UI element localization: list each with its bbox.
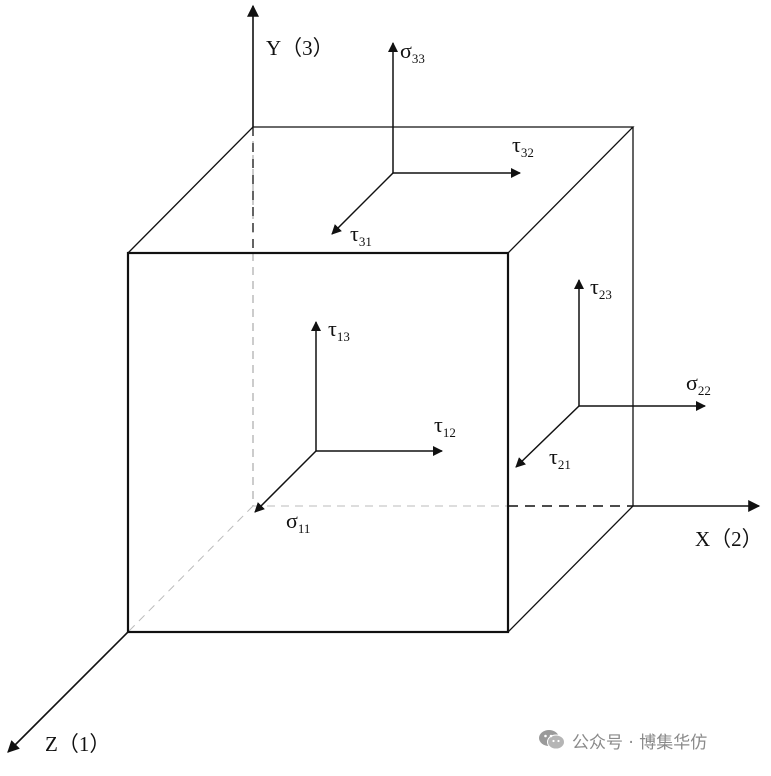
tau31-arrow <box>331 172 394 235</box>
front-face-stresses <box>254 321 443 513</box>
cube-front-face <box>126 251 510 634</box>
tau12-label: τ12 <box>434 412 456 440</box>
sigma22-label: σ22 <box>686 370 711 398</box>
z-axis-hidden <box>127 505 254 633</box>
z-axis-label: Z（1） <box>45 732 110 756</box>
watermark: 公众号 · 博集华仿 <box>538 726 707 754</box>
x-axis-label: X（2） <box>695 527 763 551</box>
wechat-icon <box>538 728 566 752</box>
top-face-stresses <box>331 42 521 235</box>
sigma11-label: σ11 <box>286 508 310 536</box>
cube-top-face <box>127 126 635 254</box>
tau21-arrow <box>515 405 580 468</box>
y-axis-label: Y（3） <box>266 36 334 60</box>
sigma11-arrow <box>254 450 317 513</box>
tau32-label: τ32 <box>512 132 534 160</box>
watermark-text: 公众号 · 博集华仿 <box>572 732 708 753</box>
sigma33-label: σ33 <box>400 38 425 66</box>
tau13-label: τ13 <box>328 316 350 344</box>
right-face-stresses <box>515 279 706 468</box>
tau31-label: τ31 <box>350 221 372 249</box>
tau21-label: τ21 <box>549 444 571 472</box>
cube-right-face <box>507 127 634 633</box>
cube <box>126 126 635 634</box>
z-axis <box>7 631 129 753</box>
tau23-label: τ23 <box>590 274 612 302</box>
coordinate-axes <box>7 4 761 753</box>
